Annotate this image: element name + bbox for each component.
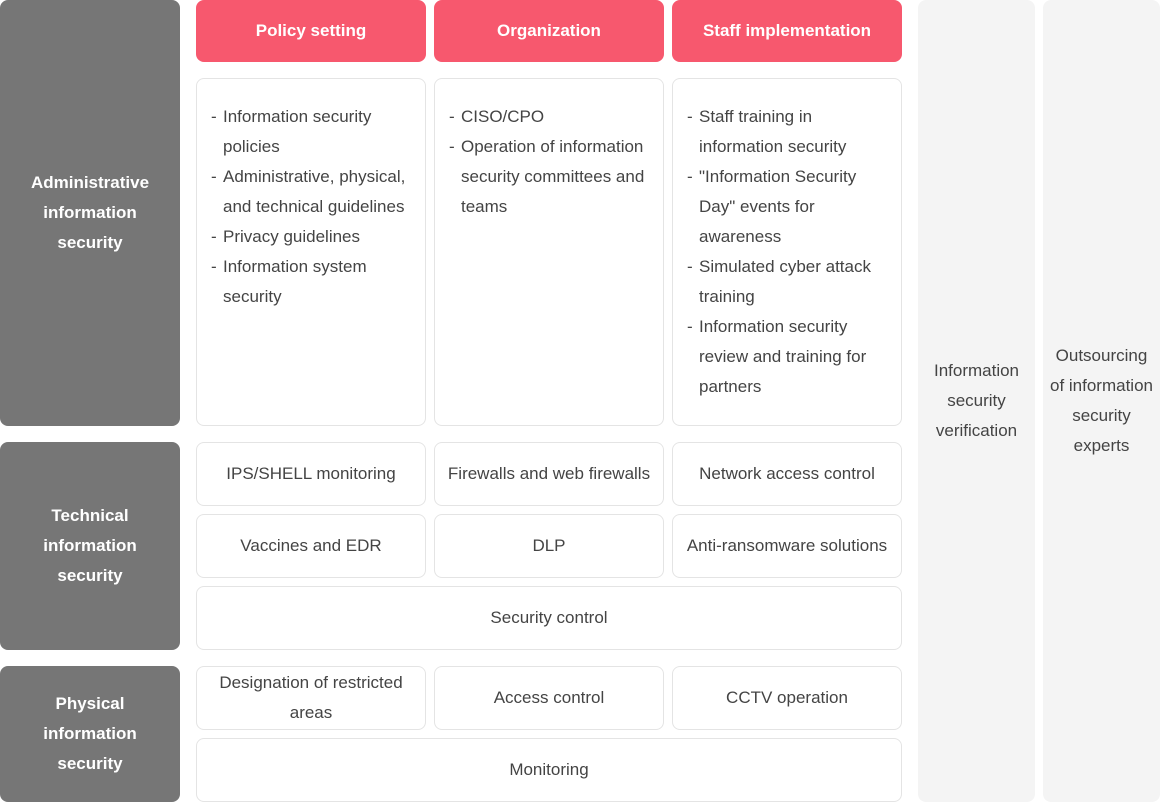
vaccines-edr-text: Vaccines and EDR	[240, 536, 382, 555]
header-staff-implementation: Staff implementation	[672, 0, 902, 62]
organization-list: CISO/CPO Operation of information securi…	[449, 102, 657, 222]
list-item: CISO/CPO	[449, 102, 657, 132]
list-item: Operation of information security commit…	[449, 132, 657, 222]
list-item: Privacy guidelines	[211, 222, 419, 252]
list-item: Information security review and training…	[687, 312, 895, 402]
restricted-areas-cell: Designation of restricted areas	[196, 666, 426, 730]
network-access-control-text: Network access control	[699, 464, 875, 483]
list-item: Simulated cyber attack training	[687, 252, 895, 312]
ips-shell-monitoring-cell: IPS/SHELL monitoring	[196, 442, 426, 506]
staff-implementation-cell: Staff training in information security "…	[672, 78, 902, 426]
firewalls-text: Firewalls and web firewalls	[447, 464, 651, 483]
header-staff-implementation-text: Staff implementation	[702, 21, 872, 40]
network-access-control-cell: Network access control	[672, 442, 902, 506]
row-label-physical-text: Physical information security	[43, 694, 137, 773]
access-control-cell: Access control	[434, 666, 664, 730]
header-organization-text: Organization	[497, 21, 601, 40]
restricted-areas-text: Designation of restricted areas	[219, 673, 403, 722]
list-item: Staff training in information security	[687, 102, 895, 162]
cctv-operation-text: CCTV operation	[726, 688, 848, 707]
security-control-cell: Security control	[196, 586, 902, 650]
header-policy-setting-text: Policy setting	[255, 21, 367, 40]
policy-setting-list: Information security policies Administra…	[211, 102, 419, 312]
header-policy-setting: Policy setting	[196, 0, 426, 62]
staff-implementation-list: Staff training in information security "…	[687, 102, 895, 402]
row-label-technical: Technical information security	[0, 442, 180, 650]
monitoring-text: Monitoring	[509, 760, 589, 779]
vaccines-edr-cell: Vaccines and EDR	[196, 514, 426, 578]
row-label-administrative: Administrative information security	[0, 0, 180, 426]
outsourcing-experts-text: Outsourcing of information security expe…	[1050, 346, 1153, 455]
dlp-cell: DLP	[434, 514, 664, 578]
policy-setting-cell: Information security policies Administra…	[196, 78, 426, 426]
security-control-text: Security control	[490, 608, 608, 627]
list-item: Administrative, physical, and technical …	[211, 162, 419, 222]
row-label-administrative-text: Administrative information security	[30, 173, 150, 252]
header-organization: Organization	[434, 0, 664, 62]
dlp-text: DLP	[532, 536, 566, 555]
monitoring-cell: Monitoring	[196, 738, 902, 802]
anti-ransomware-text: Anti-ransomware solutions	[686, 536, 888, 555]
ips-shell-monitoring-text: IPS/SHELL monitoring	[226, 464, 396, 483]
information-security-verification: Information security verification	[918, 0, 1035, 802]
row-label-technical-text: Technical information security	[43, 506, 137, 585]
anti-ransomware-cell: Anti-ransomware solutions	[672, 514, 902, 578]
cctv-operation-cell: CCTV operation	[672, 666, 902, 730]
list-item: Information security policies	[211, 102, 419, 162]
organization-cell: CISO/CPO Operation of information securi…	[434, 78, 664, 426]
information-security-verification-text: Information security verification	[933, 361, 1020, 440]
list-item: "Information Security Day" events for aw…	[687, 162, 895, 252]
row-label-physical: Physical information security	[0, 666, 180, 802]
firewalls-cell: Firewalls and web firewalls	[434, 442, 664, 506]
outsourcing-experts: Outsourcing of information security expe…	[1043, 0, 1160, 802]
access-control-text: Access control	[493, 688, 605, 707]
list-item: Information system security	[211, 252, 419, 312]
